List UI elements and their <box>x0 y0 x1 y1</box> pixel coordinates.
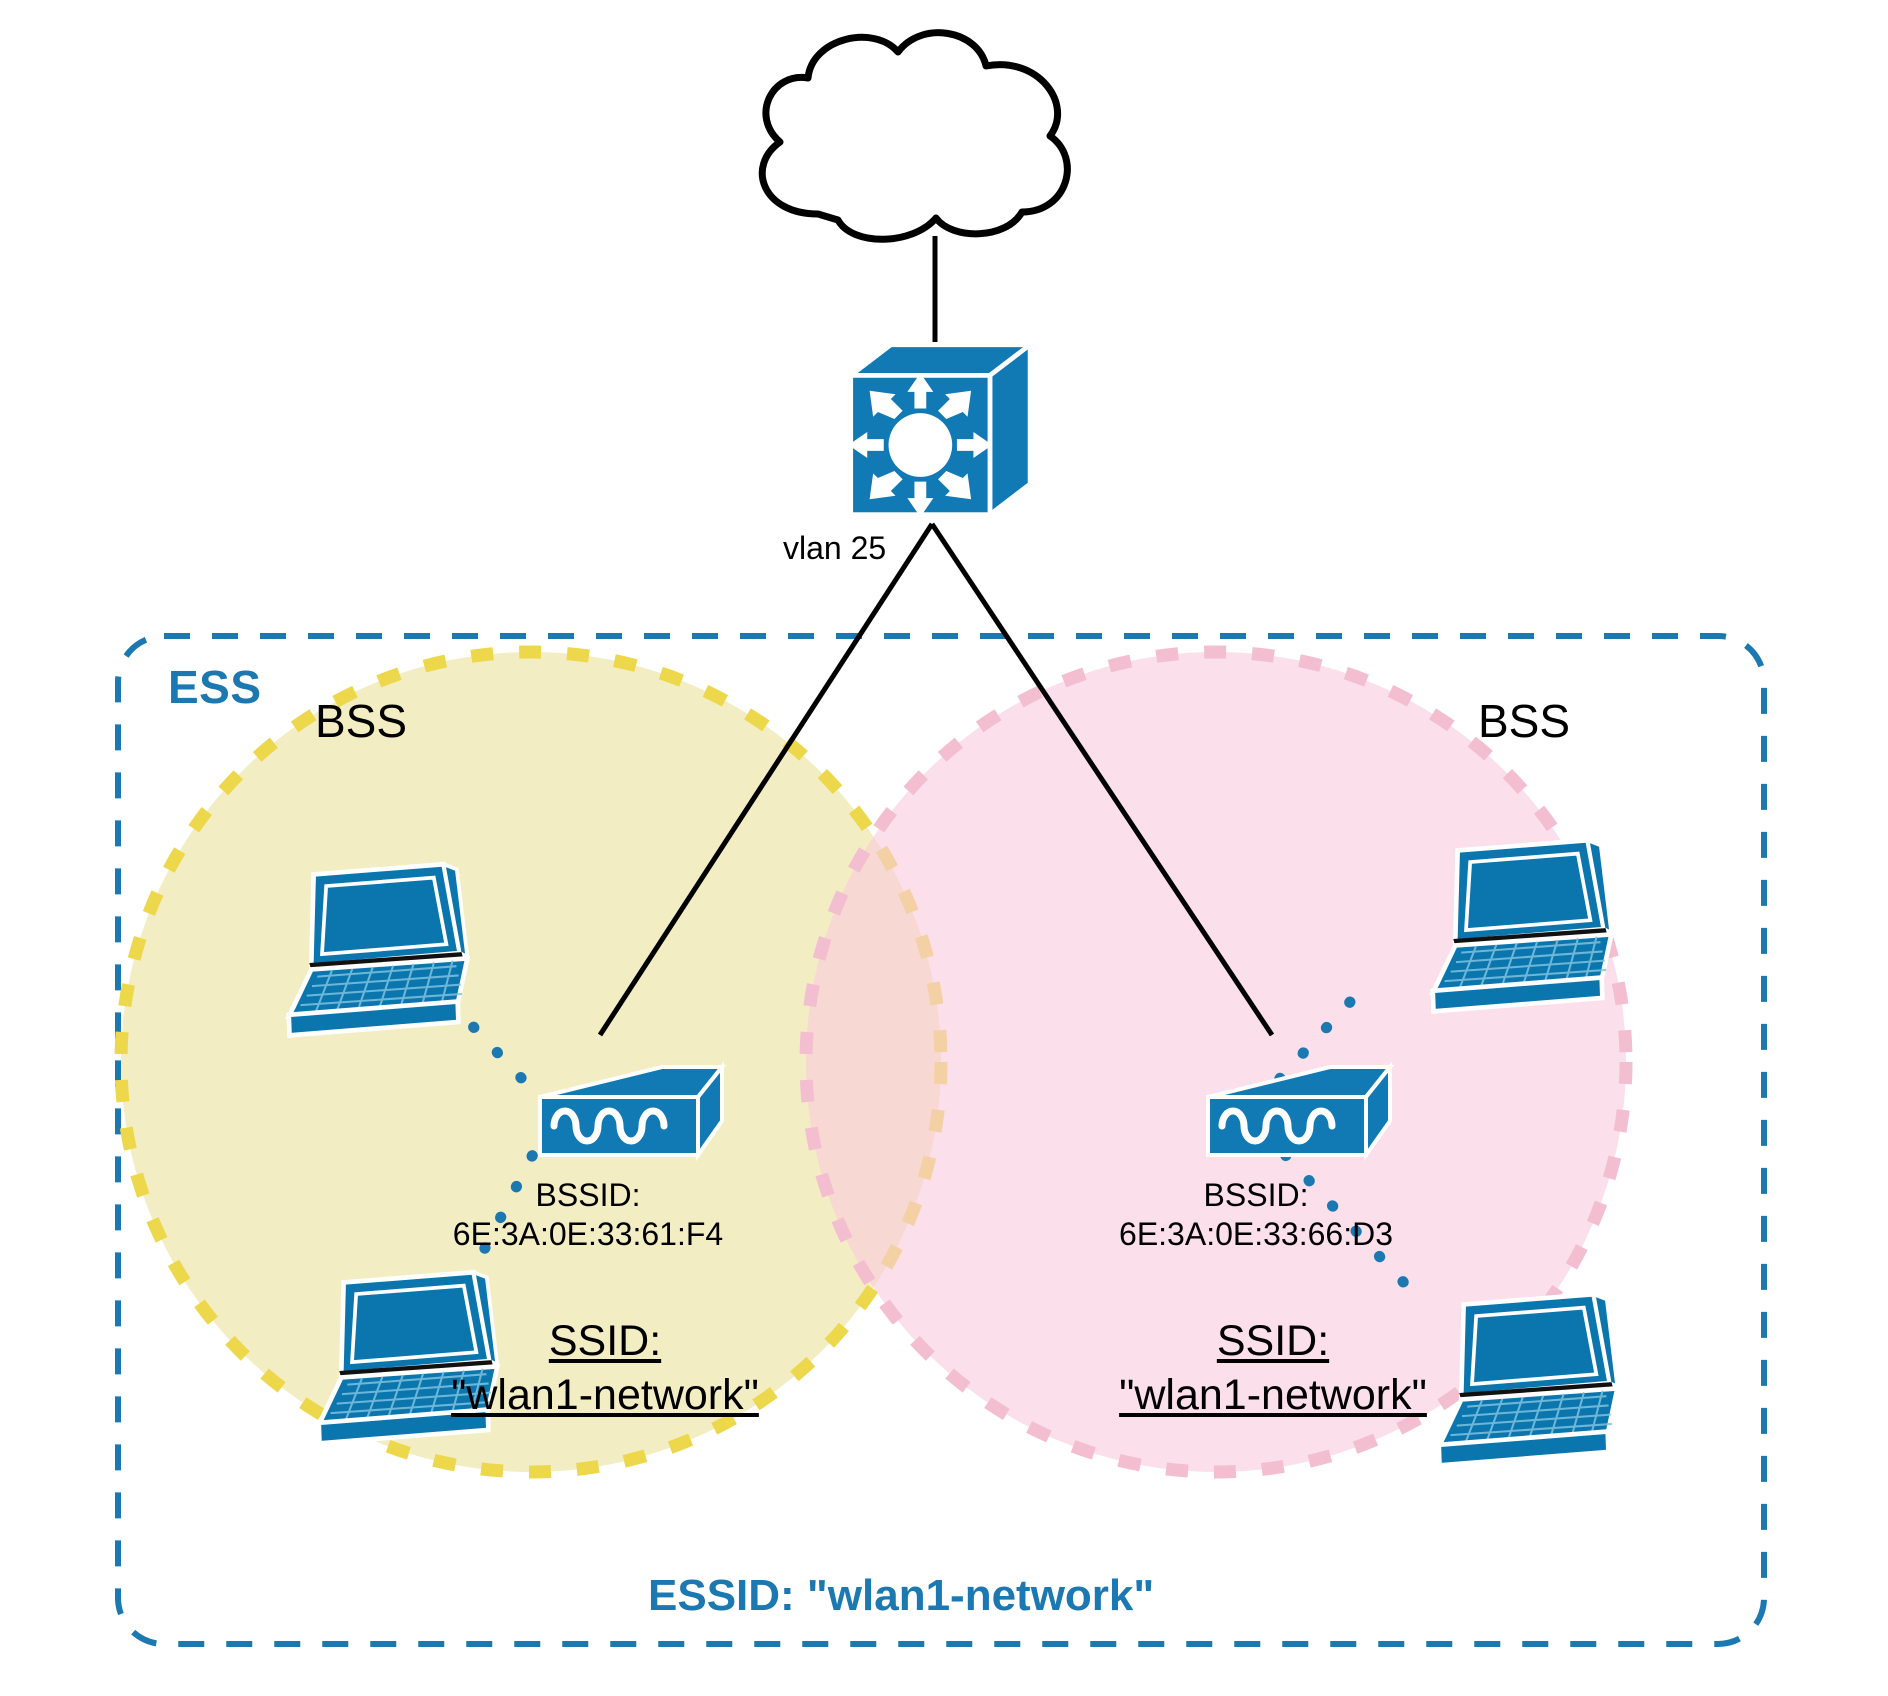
switch-to-ap-right-link <box>929 522 1275 1037</box>
bssid-value-left: 6E:3A:0E:33:61:F4 <box>452 1216 724 1253</box>
ssid-caption-right: SSID: <box>1216 1317 1330 1365</box>
switch-to-ap-left-link <box>597 522 935 1037</box>
essid-label: ESSID: "wlan1-network" <box>648 1571 1155 1620</box>
assoc-left-bottom <box>460 1119 554 1291</box>
vlan-label: vlan 25 <box>783 530 887 566</box>
laptop-top-left <box>284 864 470 1036</box>
ssid-block-left: SSID: "wlan1-network" <box>395 1314 815 1422</box>
core-switch-icon <box>848 345 1030 517</box>
ess-boundary <box>115 633 1767 1647</box>
bssid-block-left: BSSID: 6E:3A:0E:33:61:F4 <box>378 1176 798 1254</box>
assoc-right-bottom <box>1256 1124 1426 1306</box>
bssid-block-right: BSSID: 6E:3A:0E:33:66:D3 <box>1046 1176 1466 1254</box>
laptop-top-right <box>1428 840 1614 1012</box>
bss-label-left: BSS <box>315 695 408 747</box>
assoc-left-top <box>444 996 546 1104</box>
bss-circle-right <box>799 645 1633 1479</box>
bssid-caption-right: BSSID: <box>1203 1177 1309 1213</box>
ssid-caption-left: SSID: <box>548 1317 662 1365</box>
ssid-block-right: SSID: "wlan1-network" <box>1063 1314 1483 1422</box>
ssid-value-left: "wlan1-network" <box>451 1371 759 1420</box>
bssid-caption-left: BSSID: <box>535 1177 641 1213</box>
bss-label-right: BSS <box>1478 695 1571 747</box>
ssid-value-right: "wlan1-network" <box>1119 1371 1427 1420</box>
ess-label: ESS <box>168 661 262 713</box>
internet-cloud-icon <box>758 29 1071 243</box>
bssid-value-right: 6E:3A:0E:33:66:D3 <box>1119 1216 1393 1253</box>
